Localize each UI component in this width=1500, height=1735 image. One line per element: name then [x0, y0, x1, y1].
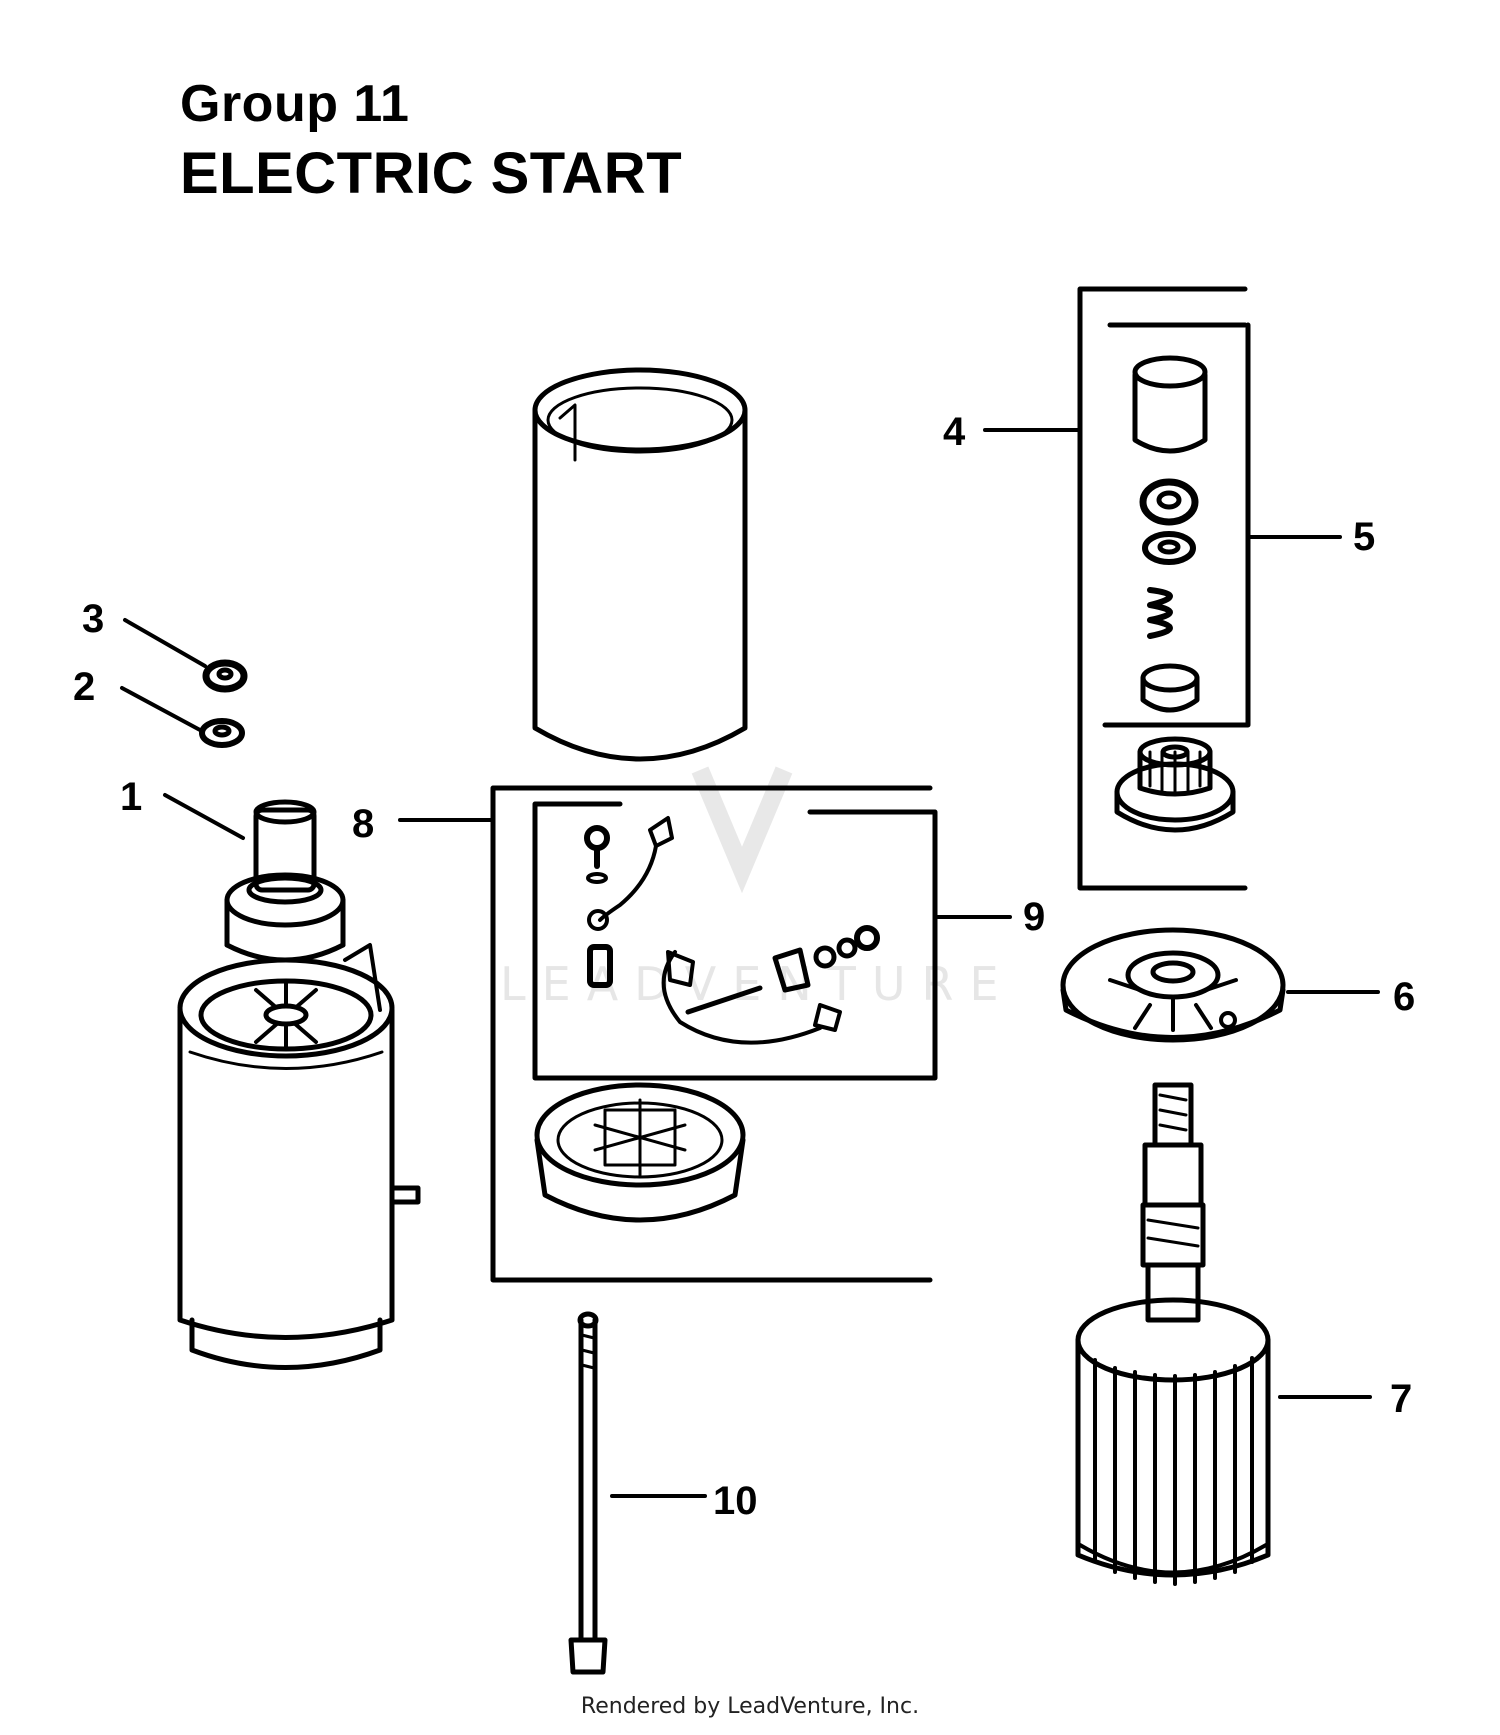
- starter-motor-assembly: [177, 799, 421, 1370]
- watermark-text: LEADVENTURE: [500, 957, 1015, 1011]
- callout-10: 10: [713, 1479, 758, 1523]
- callout-7: 7: [1390, 1377, 1412, 1421]
- watermark-logo-icon: [691, 766, 793, 894]
- group-label: Group 11: [180, 75, 410, 133]
- through-bolt-10: [568, 1311, 608, 1675]
- brush-kit-contents-9: [584, 816, 880, 1045]
- callout-4: 4: [943, 410, 966, 454]
- frame-housing-tube: [532, 367, 748, 762]
- callout-1: 1: [120, 775, 142, 819]
- watermark: LEADVENTURE: [500, 766, 1015, 1011]
- callout-5: 5: [1353, 515, 1375, 559]
- callout-9: 9: [1023, 895, 1045, 939]
- footer-credit: Rendered by LeadVenture, Inc.: [580, 1694, 920, 1719]
- drive-components-5: [1132, 355, 1208, 713]
- callout-3: 3: [82, 597, 104, 641]
- leader-lines: [120, 428, 1380, 1498]
- brush-holder-kit-bracket-8: [490, 785, 938, 1283]
- armature-7: [1075, 1082, 1271, 1586]
- callout-labels: 1 2 3 4 5 6 7 8 9 10: [73, 410, 1415, 1523]
- brush-holder-plate: [534, 1082, 746, 1223]
- nut-part-3: [202, 659, 248, 693]
- callout-6: 6: [1393, 975, 1415, 1019]
- drive-assembly-bracket-4: [1077, 286, 1251, 891]
- drive-pinion-gear: [1114, 736, 1236, 833]
- washer-part-2: [199, 718, 245, 748]
- callout-2: 2: [73, 665, 95, 709]
- section-title: ELECTRIC START: [180, 141, 683, 206]
- callout-8: 8: [352, 802, 374, 846]
- drive-end-cap-6: [1060, 927, 1286, 1043]
